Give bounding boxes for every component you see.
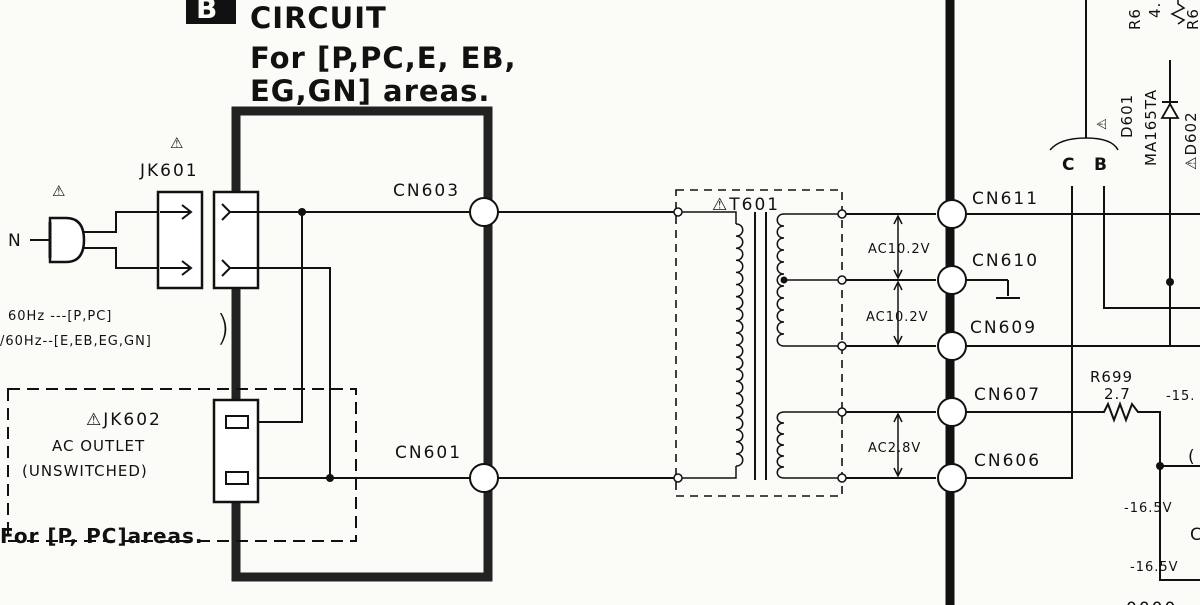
cn601-terminal (469, 463, 499, 493)
cn606-label: CN606 (974, 451, 1041, 471)
jk602-unswitched-label: (UNSWITCHED) (22, 462, 148, 480)
title-circuit: CIRCUIT (250, 1, 387, 35)
cn609-label: CN609 (970, 318, 1037, 338)
corner-glyph-2: C (1190, 525, 1200, 545)
t601-primary-coil (673, 207, 744, 483)
plug-warning-icon: ⚠ (52, 182, 66, 200)
t601-secondary-coils (776, 209, 847, 483)
r-top-label-3: R6 (1184, 8, 1200, 30)
d601-name: D601 (1118, 94, 1136, 138)
voltage-label-1: AC10.2V (868, 242, 931, 257)
cn601-label: CN601 (395, 443, 462, 463)
r699-resistor-icon (1086, 401, 1200, 581)
freq-note-line1: 60Hz ---[P,PC] (8, 309, 112, 324)
voltage-right-1: -15. (1166, 389, 1195, 404)
d601-warning-icon: ⚠ (1095, 117, 1110, 130)
cn609-terminal (937, 331, 967, 361)
jk602-label: ⚠JK602 (86, 410, 162, 430)
r-top-label-1: R6 (1126, 8, 1144, 30)
jk601-label: JK601 (139, 161, 199, 181)
section-badge (186, 0, 236, 24)
ground-symbol (966, 279, 1020, 299)
d602-label: ⚠D602 (1182, 111, 1200, 170)
d601-part: MA165TA (1142, 89, 1160, 166)
title-areas-line2: EG,GN] areas. (250, 74, 490, 108)
bottom-cut-text: 0000 (1126, 599, 1177, 605)
wire-line-bottom (256, 267, 331, 478)
freq-note-line2: /60Hz--[E,EB,EG,GN] (0, 334, 152, 349)
resistor-top-icon (1170, 0, 1186, 25)
cn607-label: CN607 (974, 385, 1041, 405)
t601-dashed-box (675, 189, 843, 497)
ac-plug-icon (30, 211, 158, 269)
corner-glyph-1: ( (1188, 447, 1197, 467)
t601-label: ⚠T601 (712, 195, 780, 215)
r-top-label-2: 4. (1146, 2, 1164, 18)
jk601-connector (156, 190, 260, 290)
label-b: B (1094, 155, 1109, 175)
jk602-outlet-label: AC OUTLET (52, 437, 145, 455)
cn607-terminal (937, 397, 967, 427)
label-c: C (1062, 155, 1076, 175)
diode-icon (1160, 101, 1180, 119)
cb-bracket (1049, 137, 1119, 151)
voltage-right-2: -16.5V (1124, 501, 1173, 516)
voltage-label-2: AC10.2V (866, 310, 929, 325)
freq-note-bracket: ) (216, 308, 230, 349)
cn603-label: CN603 (393, 181, 460, 201)
power-board-outline (231, 106, 493, 582)
cn611-terminal (937, 199, 967, 229)
jk601-warning-icon: ⚠ (170, 134, 184, 152)
cn603-terminal (469, 197, 499, 227)
voltage-arrows (893, 214, 903, 478)
junction-right-1 (1166, 278, 1174, 286)
cn611-label: CN611 (972, 189, 1039, 209)
jk602-dashed-box (7, 388, 357, 542)
cn610-label: CN610 (972, 251, 1039, 271)
wire-outlet-top (258, 212, 303, 423)
cn610-terminal (937, 265, 967, 295)
r699-value: 2.7 (1104, 385, 1131, 403)
jk602-socket-bottom (225, 471, 249, 485)
jk602-socket-top (225, 415, 249, 429)
wire-right-cn606 (966, 186, 1073, 479)
r699-name: R699 (1090, 368, 1133, 386)
plug-label-n: N (8, 231, 23, 251)
section-badge-letter: B (196, 0, 217, 25)
wire-b-line (1103, 186, 1200, 309)
voltage-right-3: -16.5V (1130, 560, 1179, 575)
title-areas-line1: For [P,PC,E, EB, (250, 41, 517, 75)
cn606-terminal (937, 463, 967, 493)
jk602-areas-note: For [P, PC]areas. (0, 524, 204, 548)
voltage-label-3: AC2.8V (868, 441, 921, 456)
